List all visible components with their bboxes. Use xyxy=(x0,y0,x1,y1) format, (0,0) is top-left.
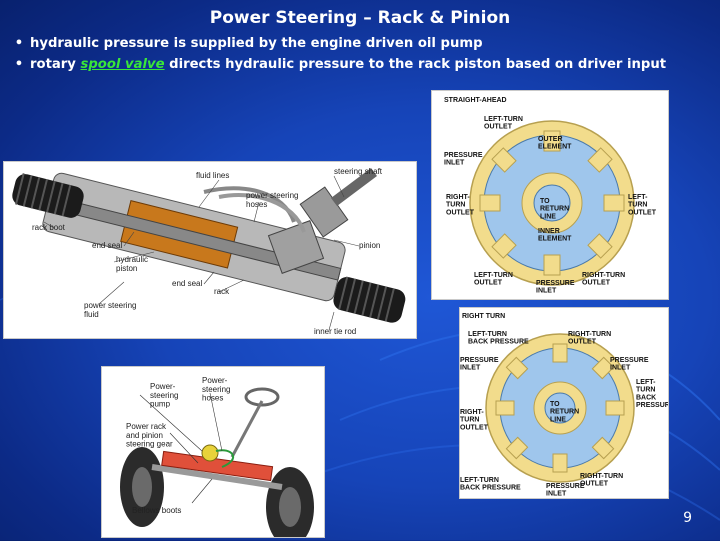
label-end-seal-left: end seal xyxy=(92,241,122,250)
bullet-dot: • xyxy=(8,57,30,72)
valve-straight-title: STRAIGHT-AHEAD xyxy=(444,97,507,104)
bullet-list: • hydraulic pressure is supplied by the … xyxy=(8,36,714,78)
label-inner-tie-rod: inner tie rod xyxy=(314,327,356,336)
rack-pinion-illustration: fluid lines steering shaft power steerin… xyxy=(4,162,416,338)
spool-valve-link[interactable]: spool valve xyxy=(80,57,164,72)
label-rack-boot: rack boot xyxy=(32,223,66,232)
bullet-item: • rotary spool valve directs hydraulic p… xyxy=(8,57,714,72)
label-rack: rack xyxy=(214,287,230,296)
slide-title: Power Steering – Rack & Pinion xyxy=(0,8,720,28)
label-steering-shaft: steering shaft xyxy=(334,167,383,176)
bullet-text: rotary spool valve directs hydraulic pre… xyxy=(30,57,666,72)
label-bellows-boots: Bellows boots xyxy=(132,506,181,515)
rack-pinion-diagram: fluid lines steering shaft power steerin… xyxy=(3,161,417,339)
bullet-text: hydraulic pressure is supplied by the en… xyxy=(30,36,483,51)
bullet-item: • hydraulic pressure is supplied by the … xyxy=(8,36,714,51)
bullet-dot: • xyxy=(8,36,30,51)
label-end-seal-right: end seal xyxy=(172,279,202,288)
page-number: 9 xyxy=(683,510,692,526)
valve-right-title: RIGHT TURN xyxy=(462,313,505,320)
label-pinion: pinion xyxy=(359,241,380,250)
label-fluid-lines: fluid lines xyxy=(196,171,229,180)
